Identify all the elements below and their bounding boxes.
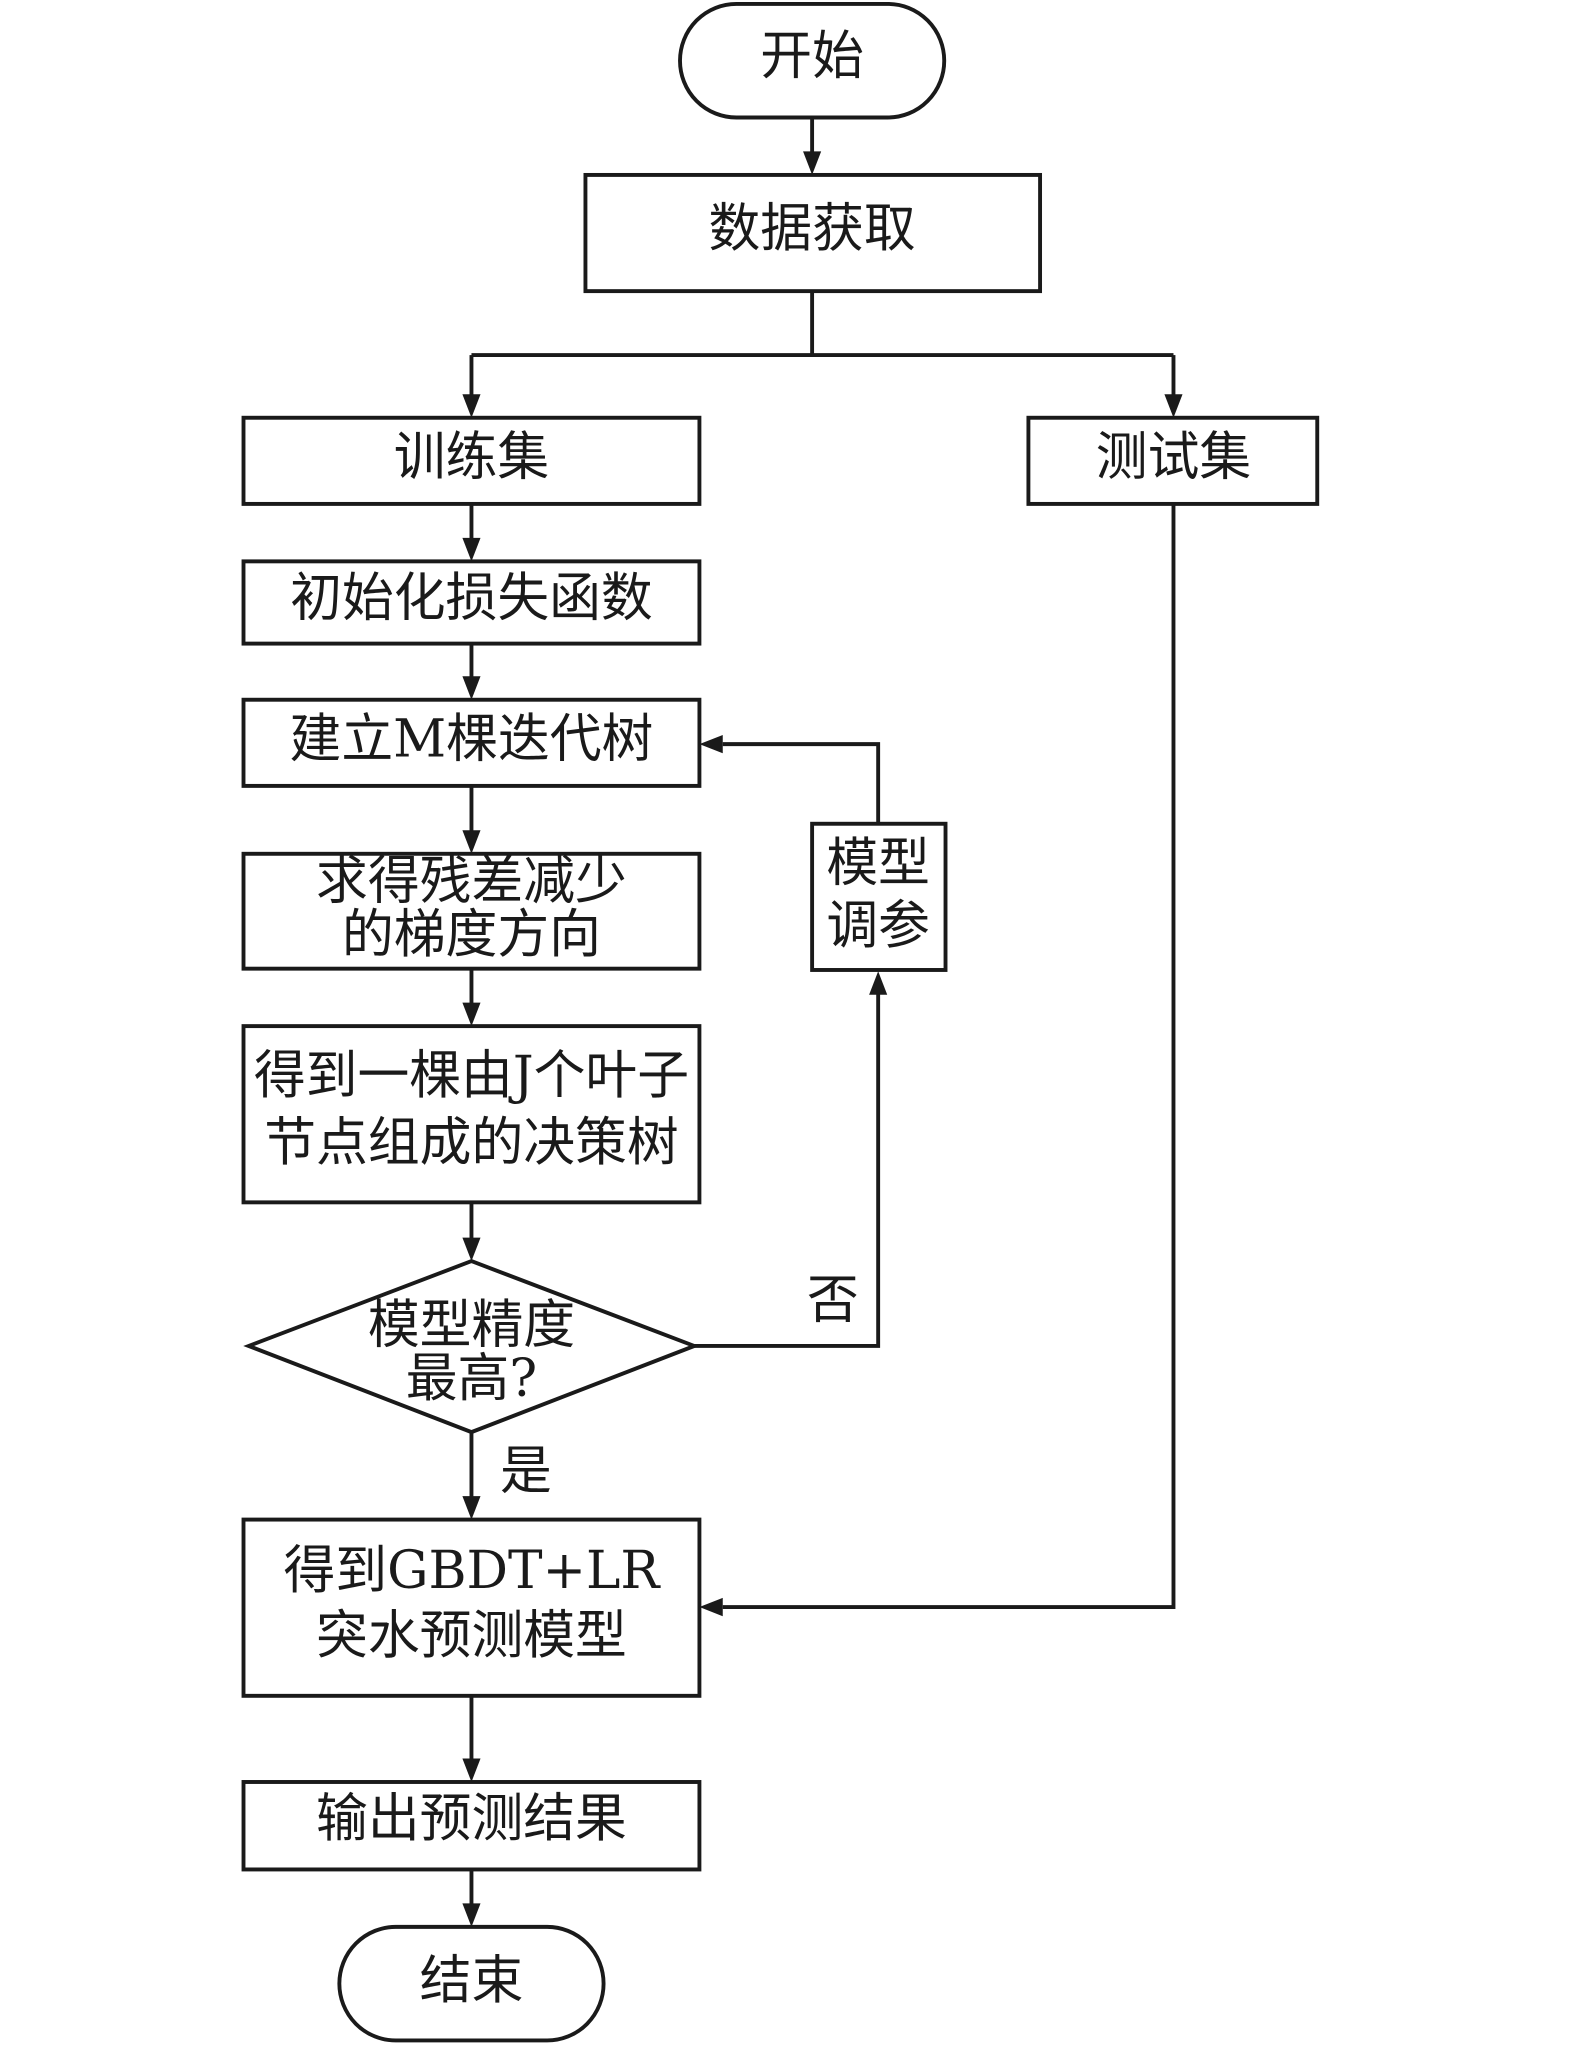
connectors xyxy=(462,117,1183,1927)
end-terminal xyxy=(337,1924,606,2043)
connector-decision-no xyxy=(694,992,881,1348)
test-set-node: 测试集 xyxy=(1026,415,1320,506)
init-loss-box xyxy=(241,559,702,646)
arrowhead-icon xyxy=(699,1597,723,1617)
gradient-node: 求得残差减少 的梯度方向 xyxy=(241,851,702,971)
accuracy-decision-node: 模型精度 最高? xyxy=(243,1259,700,1435)
start-terminal xyxy=(678,1,947,120)
data-acquisition-label: 数据获取 xyxy=(709,199,916,259)
gradient-box xyxy=(241,851,702,971)
model-tuning-label-line2: 调参 xyxy=(826,896,930,956)
output-label: 输出预测结果 xyxy=(316,1789,627,1849)
no-branch-label: 否 xyxy=(807,1271,859,1331)
arrowhead-icon xyxy=(869,971,888,995)
gradient-label-line1: 求得残差减少 xyxy=(316,851,627,911)
arrowhead-icon xyxy=(803,151,822,175)
final-model-label-line1: 得到GBDT+LR xyxy=(284,1541,662,1601)
accuracy-decision-label-line2: 最高? xyxy=(406,1349,537,1409)
arrowhead-icon xyxy=(462,1758,481,1782)
arrowhead-icon xyxy=(462,1903,481,1927)
accuracy-decision-label-line1: 模型精度 xyxy=(368,1295,575,1355)
init-loss-node: 初始化损失函数 xyxy=(241,559,702,646)
arrowhead-icon xyxy=(462,537,481,562)
arrowhead-icon xyxy=(462,1496,481,1520)
data-acquisition-box xyxy=(583,172,1043,294)
arrowhead-icon xyxy=(699,734,723,754)
final-model-label-line2: 突水预测模型 xyxy=(316,1606,627,1666)
end-node: 结束 xyxy=(337,1924,606,2043)
final-model-node: 得到GBDT+LR 突水预测模型 xyxy=(241,1517,702,1698)
connector-test-final xyxy=(722,503,1176,1610)
arrowhead-icon xyxy=(462,1237,481,1262)
test-set-box xyxy=(1026,415,1320,506)
model-tuning-node: 模型 调参 xyxy=(810,821,948,972)
test-set-label: 测试集 xyxy=(1096,427,1251,487)
training-set-node: 训练集 xyxy=(241,415,702,506)
arrowhead-icon xyxy=(462,1002,481,1027)
build-trees-node: 建立M棵迭代树 xyxy=(241,697,702,788)
init-loss-label: 初始化损失函数 xyxy=(290,568,653,628)
arrowhead-icon xyxy=(462,394,481,418)
training-set-box xyxy=(241,415,702,506)
training-set-label: 训练集 xyxy=(394,427,549,487)
build-trees-label: 建立M棵迭代树 xyxy=(290,709,654,769)
arrowhead-icon xyxy=(462,830,481,854)
model-tuning-label-line1: 模型 xyxy=(826,833,930,893)
output-node: 输出预测结果 xyxy=(241,1780,702,1872)
accuracy-decision-diamond xyxy=(243,1259,700,1435)
decision-tree-label-line2: 节点组成的决策树 xyxy=(264,1113,678,1173)
data-acquisition-node: 数据获取 xyxy=(583,172,1043,294)
decision-tree-box xyxy=(241,1024,702,1205)
start-node: 开始 xyxy=(678,1,947,120)
decision-tree-label-line1: 得到一棵由J个叶子 xyxy=(254,1046,689,1106)
decision-tree-node: 得到一棵由J个叶子 节点组成的决策树 xyxy=(241,1024,702,1205)
start-label: 开始 xyxy=(760,26,864,86)
gradient-label-line2: 的梯度方向 xyxy=(342,905,601,965)
arrowhead-icon xyxy=(1164,394,1183,418)
build-trees-box xyxy=(241,697,702,788)
end-label: 结束 xyxy=(420,1951,524,2011)
model-tuning-box xyxy=(810,821,948,972)
yes-branch-label: 是 xyxy=(500,1442,552,1502)
output-box xyxy=(241,1780,702,1872)
connector-tune-build xyxy=(722,742,881,824)
arrowhead-icon xyxy=(462,676,481,700)
final-model-box xyxy=(241,1517,702,1698)
